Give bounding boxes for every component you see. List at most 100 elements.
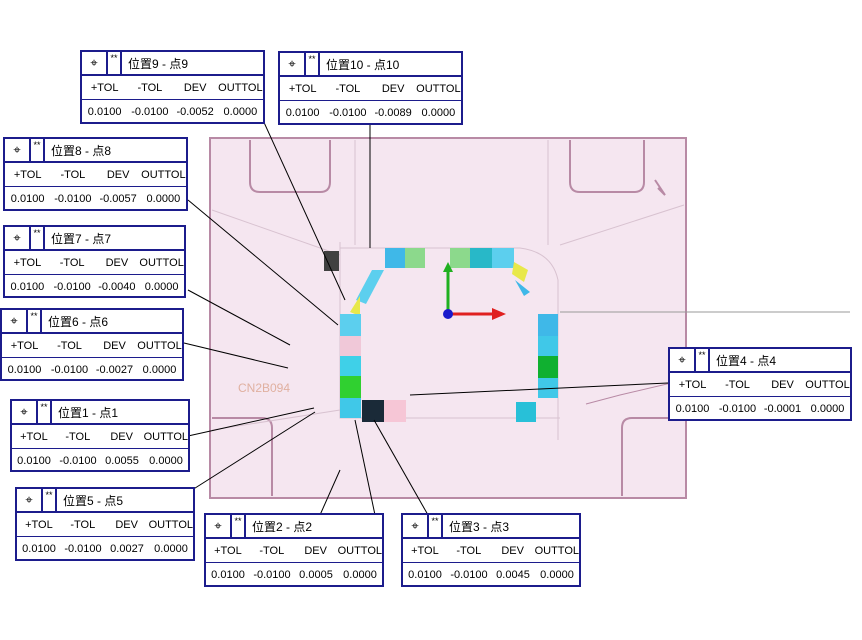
col-outtol: OUTTOL — [337, 544, 382, 557]
val-minus-tol: -0.0100 — [53, 280, 91, 293]
val-plus-tol: 0.0100 — [22, 542, 56, 555]
val-outtol: 0.0000 — [223, 105, 258, 118]
col-plus-tol: +TOL — [678, 378, 707, 391]
col-outtol: OUTTOL — [805, 378, 850, 391]
position-icon: ⌖ — [670, 349, 696, 371]
callout-title: 位置4 - 点4 — [716, 353, 777, 368]
val-minus-tol: -0.0100 — [59, 454, 97, 467]
val-outtol: 0.0000 — [810, 402, 845, 415]
asterisk-icon: ** — [696, 349, 710, 371]
pocket-top-right — [569, 140, 645, 193]
col-plus-tol: +TOL — [20, 430, 48, 443]
val-outtol: 0.0000 — [540, 568, 574, 581]
col-outtol: OUTTOL — [534, 544, 579, 557]
col-outtol: OUTTOL — [416, 82, 461, 95]
callout-title: 位置10 - 点10 — [326, 57, 400, 72]
val-plus-tol: 0.0100 — [408, 568, 442, 581]
val-plus-tol: 0.0100 — [211, 568, 245, 581]
col-minus-tol: -TOL — [59, 256, 85, 269]
col-dev: DEV — [771, 378, 794, 391]
col-minus-tol: -TOL — [60, 168, 86, 181]
val-plus-tol: 0.0100 — [10, 280, 45, 293]
val-dev: -0.0040 — [98, 280, 136, 293]
val-plus-tol: 0.0100 — [10, 192, 45, 205]
asterisk-icon: ** — [31, 227, 45, 249]
col-minus-tol: -TOL — [259, 544, 285, 557]
col-minus-tol: -TOL — [65, 430, 91, 443]
position-icon: ⌖ — [2, 310, 28, 332]
asterisk-icon: ** — [429, 515, 443, 537]
asterisk-icon: ** — [108, 52, 122, 74]
col-outtol: OUTTOL — [218, 81, 263, 94]
val-minus-tol: -0.0100 — [718, 402, 757, 415]
val-plus-tol: 0.0100 — [87, 105, 122, 118]
position-icon: ⌖ — [5, 227, 31, 249]
pocket-bottom-left — [212, 417, 273, 496]
callout-title: 位置1 - 点1 — [58, 405, 119, 420]
col-dev: DEV — [115, 518, 138, 531]
val-dev: 0.0055 — [105, 454, 139, 467]
asterisk-icon: ** — [43, 489, 57, 511]
col-plus-tol: +TOL — [90, 81, 119, 94]
callout-title: 位置3 - 点3 — [449, 519, 510, 534]
position-icon: ⌖ — [206, 515, 232, 537]
val-minus-tol: -0.0100 — [253, 568, 291, 581]
col-outtol: OUTTOL — [141, 168, 186, 181]
deviation-patches — [324, 248, 558, 422]
val-minus-tol: -0.0100 — [329, 106, 367, 119]
val-dev: -0.0001 — [763, 402, 802, 415]
val-dev: 0.0045 — [496, 568, 530, 581]
val-minus-tol: -0.0100 — [50, 363, 89, 376]
val-outtol: 0.0000 — [142, 363, 177, 376]
asterisk-icon: ** — [38, 401, 52, 423]
val-plus-tol: 0.0100 — [675, 402, 710, 415]
callout-title: 位置5 - 点5 — [63, 493, 124, 508]
position-icon: ⌖ — [82, 52, 108, 74]
col-minus-tol: -TOL — [70, 518, 96, 531]
position-icon: ⌖ — [280, 53, 306, 75]
val-plus-tol: 0.0100 — [7, 363, 42, 376]
callout-title: 位置9 - 点9 — [128, 56, 189, 71]
col-minus-tol: -TOL — [137, 81, 163, 94]
col-plus-tol: +TOL — [25, 518, 53, 531]
asterisk-icon: ** — [306, 53, 320, 75]
val-plus-tol: 0.0100 — [17, 454, 51, 467]
col-dev: DEV — [381, 82, 405, 95]
col-outtol: OUTTOL — [139, 256, 184, 269]
col-dev: DEV — [105, 256, 129, 269]
asterisk-icon: ** — [28, 310, 42, 332]
val-minus-tol: -0.0100 — [54, 192, 92, 205]
val-dev: -0.0089 — [374, 106, 412, 119]
pocket-top-left — [249, 140, 331, 193]
val-dev: 0.0027 — [110, 542, 144, 555]
val-outtol: 0.0000 — [343, 568, 377, 581]
callout-title: 位置2 - 点2 — [252, 519, 313, 534]
col-plus-tol: +TOL — [10, 339, 39, 352]
position-icon: ⌖ — [17, 489, 43, 511]
col-minus-tol: -TOL — [57, 339, 82, 352]
watermark-text: CN2B094 — [238, 381, 290, 395]
asterisk-icon: ** — [31, 139, 45, 161]
position-icon: ⌖ — [12, 401, 38, 423]
col-dev: DEV — [304, 544, 327, 557]
coordinate-triad — [443, 262, 506, 320]
col-outtol: OUTTOL — [137, 339, 182, 352]
val-dev: 0.0005 — [299, 568, 333, 581]
col-dev: DEV — [501, 544, 524, 557]
asterisk-icon: ** — [232, 515, 246, 537]
val-outtol: 0.0000 — [154, 542, 188, 555]
col-dev: DEV — [183, 81, 207, 94]
position-icon: ⌖ — [5, 139, 31, 161]
